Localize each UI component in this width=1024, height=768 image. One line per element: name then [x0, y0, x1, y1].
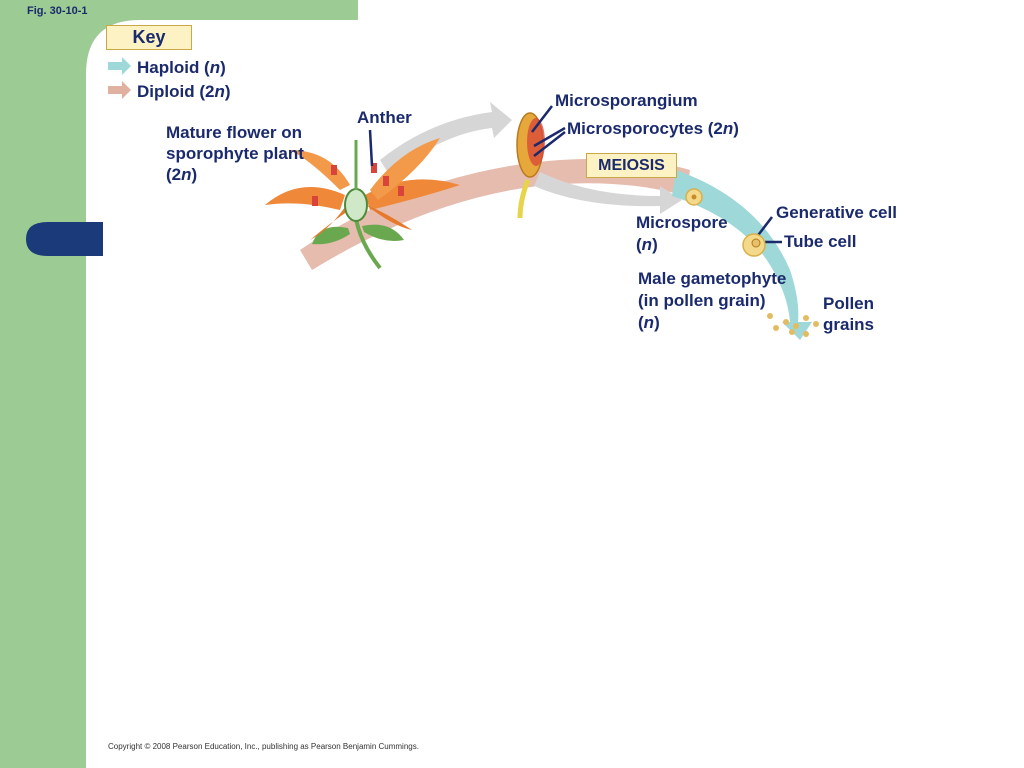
male-gametophyte-n: n [643, 313, 655, 332]
mature-flower-close: ) [191, 165, 198, 184]
haploid-key-arrow-icon [108, 57, 131, 75]
male-gametophyte-label-line1: Male gametophyte [638, 269, 787, 288]
haploid-arrow-band [672, 170, 812, 340]
haploid-close: ) [220, 58, 226, 77]
mature-flower-label-line3: (2n) [166, 164, 197, 185]
haploid-text: Haploid ( [137, 58, 210, 77]
microspore-label-line1: Microspore [636, 213, 728, 232]
mature-flower-icon [265, 138, 460, 270]
microsporocytes-n: n [722, 119, 734, 138]
pollen-grains-label-line2: grains [823, 315, 875, 334]
copyright-notice: Copyright © 2008 Pearson Education, Inc.… [108, 742, 419, 751]
key-diploid-label: Diploid (2n) [137, 81, 231, 102]
pollen-grains-label-line1: Pollen [823, 294, 875, 313]
mature-flower-open: (2 [166, 165, 182, 184]
anther-icon [516, 112, 545, 219]
male-gametophyte-close: ) [654, 313, 660, 332]
figure-label: Fig. 30-10-1 [27, 5, 88, 17]
microsporocytes-label: Microsporocytes (2n) [567, 118, 739, 139]
microsporocytes-text: Microsporocytes (2 [567, 119, 723, 138]
meiosis-label: MEIOSIS [586, 153, 677, 178]
generative-cell-label: Generative cell [776, 203, 897, 222]
diploid-close: ) [224, 82, 231, 101]
pollen-grains-icon [767, 313, 819, 337]
male-gametophyte-label-line3: (n) [638, 312, 660, 333]
microsporangium-label: Microsporangium [555, 91, 698, 110]
tube-cell-label: Tube cell [784, 232, 857, 251]
diploid-text: Diploid (2 [137, 82, 215, 101]
male-gametophyte-open: ( [638, 313, 644, 332]
mature-flower-label-line1: Mature flower on [166, 123, 303, 142]
anther-label: Anther [357, 108, 412, 127]
mature-flower-label-line2: sporophyte plant [166, 144, 304, 163]
mature-flower-n: n [181, 165, 192, 184]
microspore-close: ) [652, 235, 658, 254]
key-haploid-label: Haploid (n) [137, 57, 226, 78]
microspore-open: ( [636, 235, 642, 254]
microspore-n: n [641, 235, 653, 254]
key-title: Key [106, 25, 192, 50]
diploid-key-arrow-icon [108, 81, 131, 99]
microsporocytes-close: ) [733, 119, 739, 138]
diploid-n: n [214, 82, 225, 101]
gray-arrow-to-microspore [534, 172, 682, 214]
leader-lines [368, 105, 782, 244]
male-gametophyte-label-line2: (in pollen grain) [638, 291, 766, 310]
haploid-n: n [209, 58, 221, 77]
microspore-label-line2: (n) [636, 234, 658, 255]
